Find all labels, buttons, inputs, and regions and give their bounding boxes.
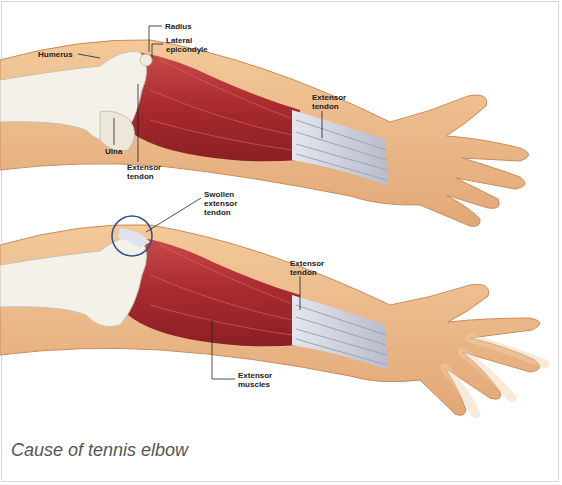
figure-caption: Cause of tennis elbow [11,440,188,461]
leader-lines [78,26,322,379]
part-label: Extensor tendon [312,93,357,111]
part-label: Extensor tendon [290,259,335,277]
part-label: Extensor tendon [127,163,172,181]
part-label: Extensor muscles [238,371,283,389]
part-label: Lateral epicondyle [166,36,216,54]
part-label: Radius [165,22,225,31]
part-label: Ulna [105,147,135,156]
part-label: Humerus [38,50,78,59]
part-label: Swollen extensor tendon [204,190,264,217]
